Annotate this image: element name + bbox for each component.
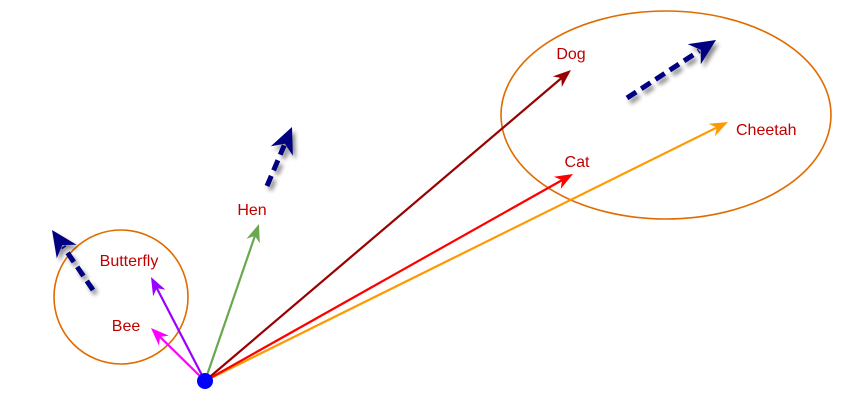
label-butterfly: Butterfly — [100, 253, 159, 270]
vector-arrow-dog — [204, 70, 571, 382]
cluster-ellipse-mammals — [500, 10, 832, 220]
vector-arrow-cat — [204, 174, 573, 382]
label-dog: Dog — [556, 46, 585, 63]
vector-arrow-bee — [151, 328, 206, 382]
direction-arrow-insects — [52, 230, 96, 292]
direction-arrow-mammals — [625, 40, 716, 101]
vector-arrow-butterfly — [151, 277, 206, 382]
cluster-circle-insects — [53, 229, 189, 365]
direction-arrow-hen — [264, 127, 293, 187]
origin-point — [197, 373, 213, 389]
vector-arrow-cheetah — [204, 122, 728, 382]
label-cheetah: Cheetah — [736, 122, 797, 139]
label-bee: Bee — [112, 318, 141, 335]
vector-arrow-hen — [203, 224, 260, 382]
label-cat: Cat — [565, 154, 590, 171]
label-hen: Hen — [237, 202, 266, 219]
